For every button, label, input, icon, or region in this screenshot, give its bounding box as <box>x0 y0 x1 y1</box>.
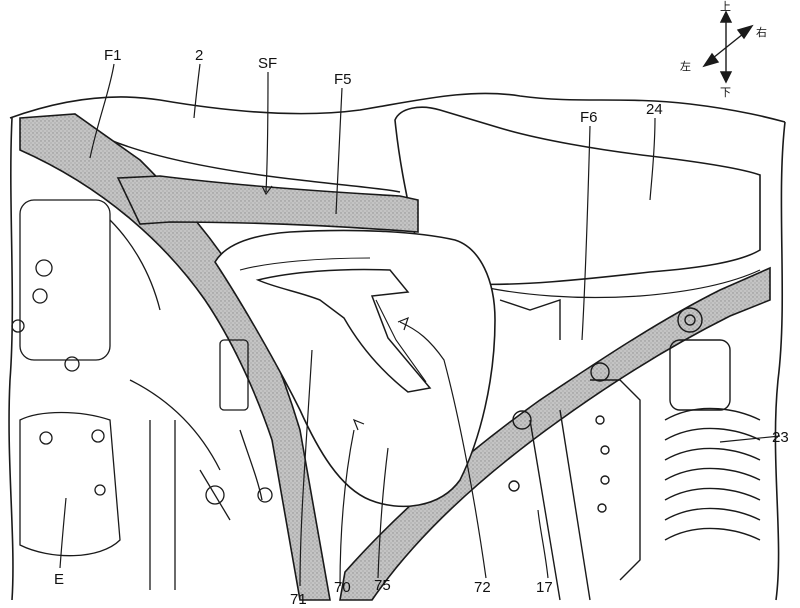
label-shock-23: 23 <box>772 429 789 446</box>
label-72: 72 <box>474 579 491 596</box>
label-75: 75 <box>374 577 391 594</box>
label-f5: F5 <box>334 71 352 88</box>
label-71: 71 <box>290 591 307 608</box>
label-17: 17 <box>536 579 553 596</box>
label-70: 70 <box>334 579 351 596</box>
label-f1: F1 <box>104 47 122 64</box>
compass-down-label: 下 <box>720 86 731 99</box>
label-f6: F6 <box>580 109 598 126</box>
compass-right-label: 右 <box>756 25 767 39</box>
label-fuel-tank-2: 2 <box>195 47 203 64</box>
label-sf: SF <box>258 55 277 72</box>
compass-left-label: 左 <box>680 60 691 73</box>
compass-up-label: 上 <box>720 0 731 13</box>
label-engine-e: E <box>54 571 64 588</box>
direction-compass <box>704 12 752 82</box>
label-seat-24: 24 <box>646 101 663 118</box>
